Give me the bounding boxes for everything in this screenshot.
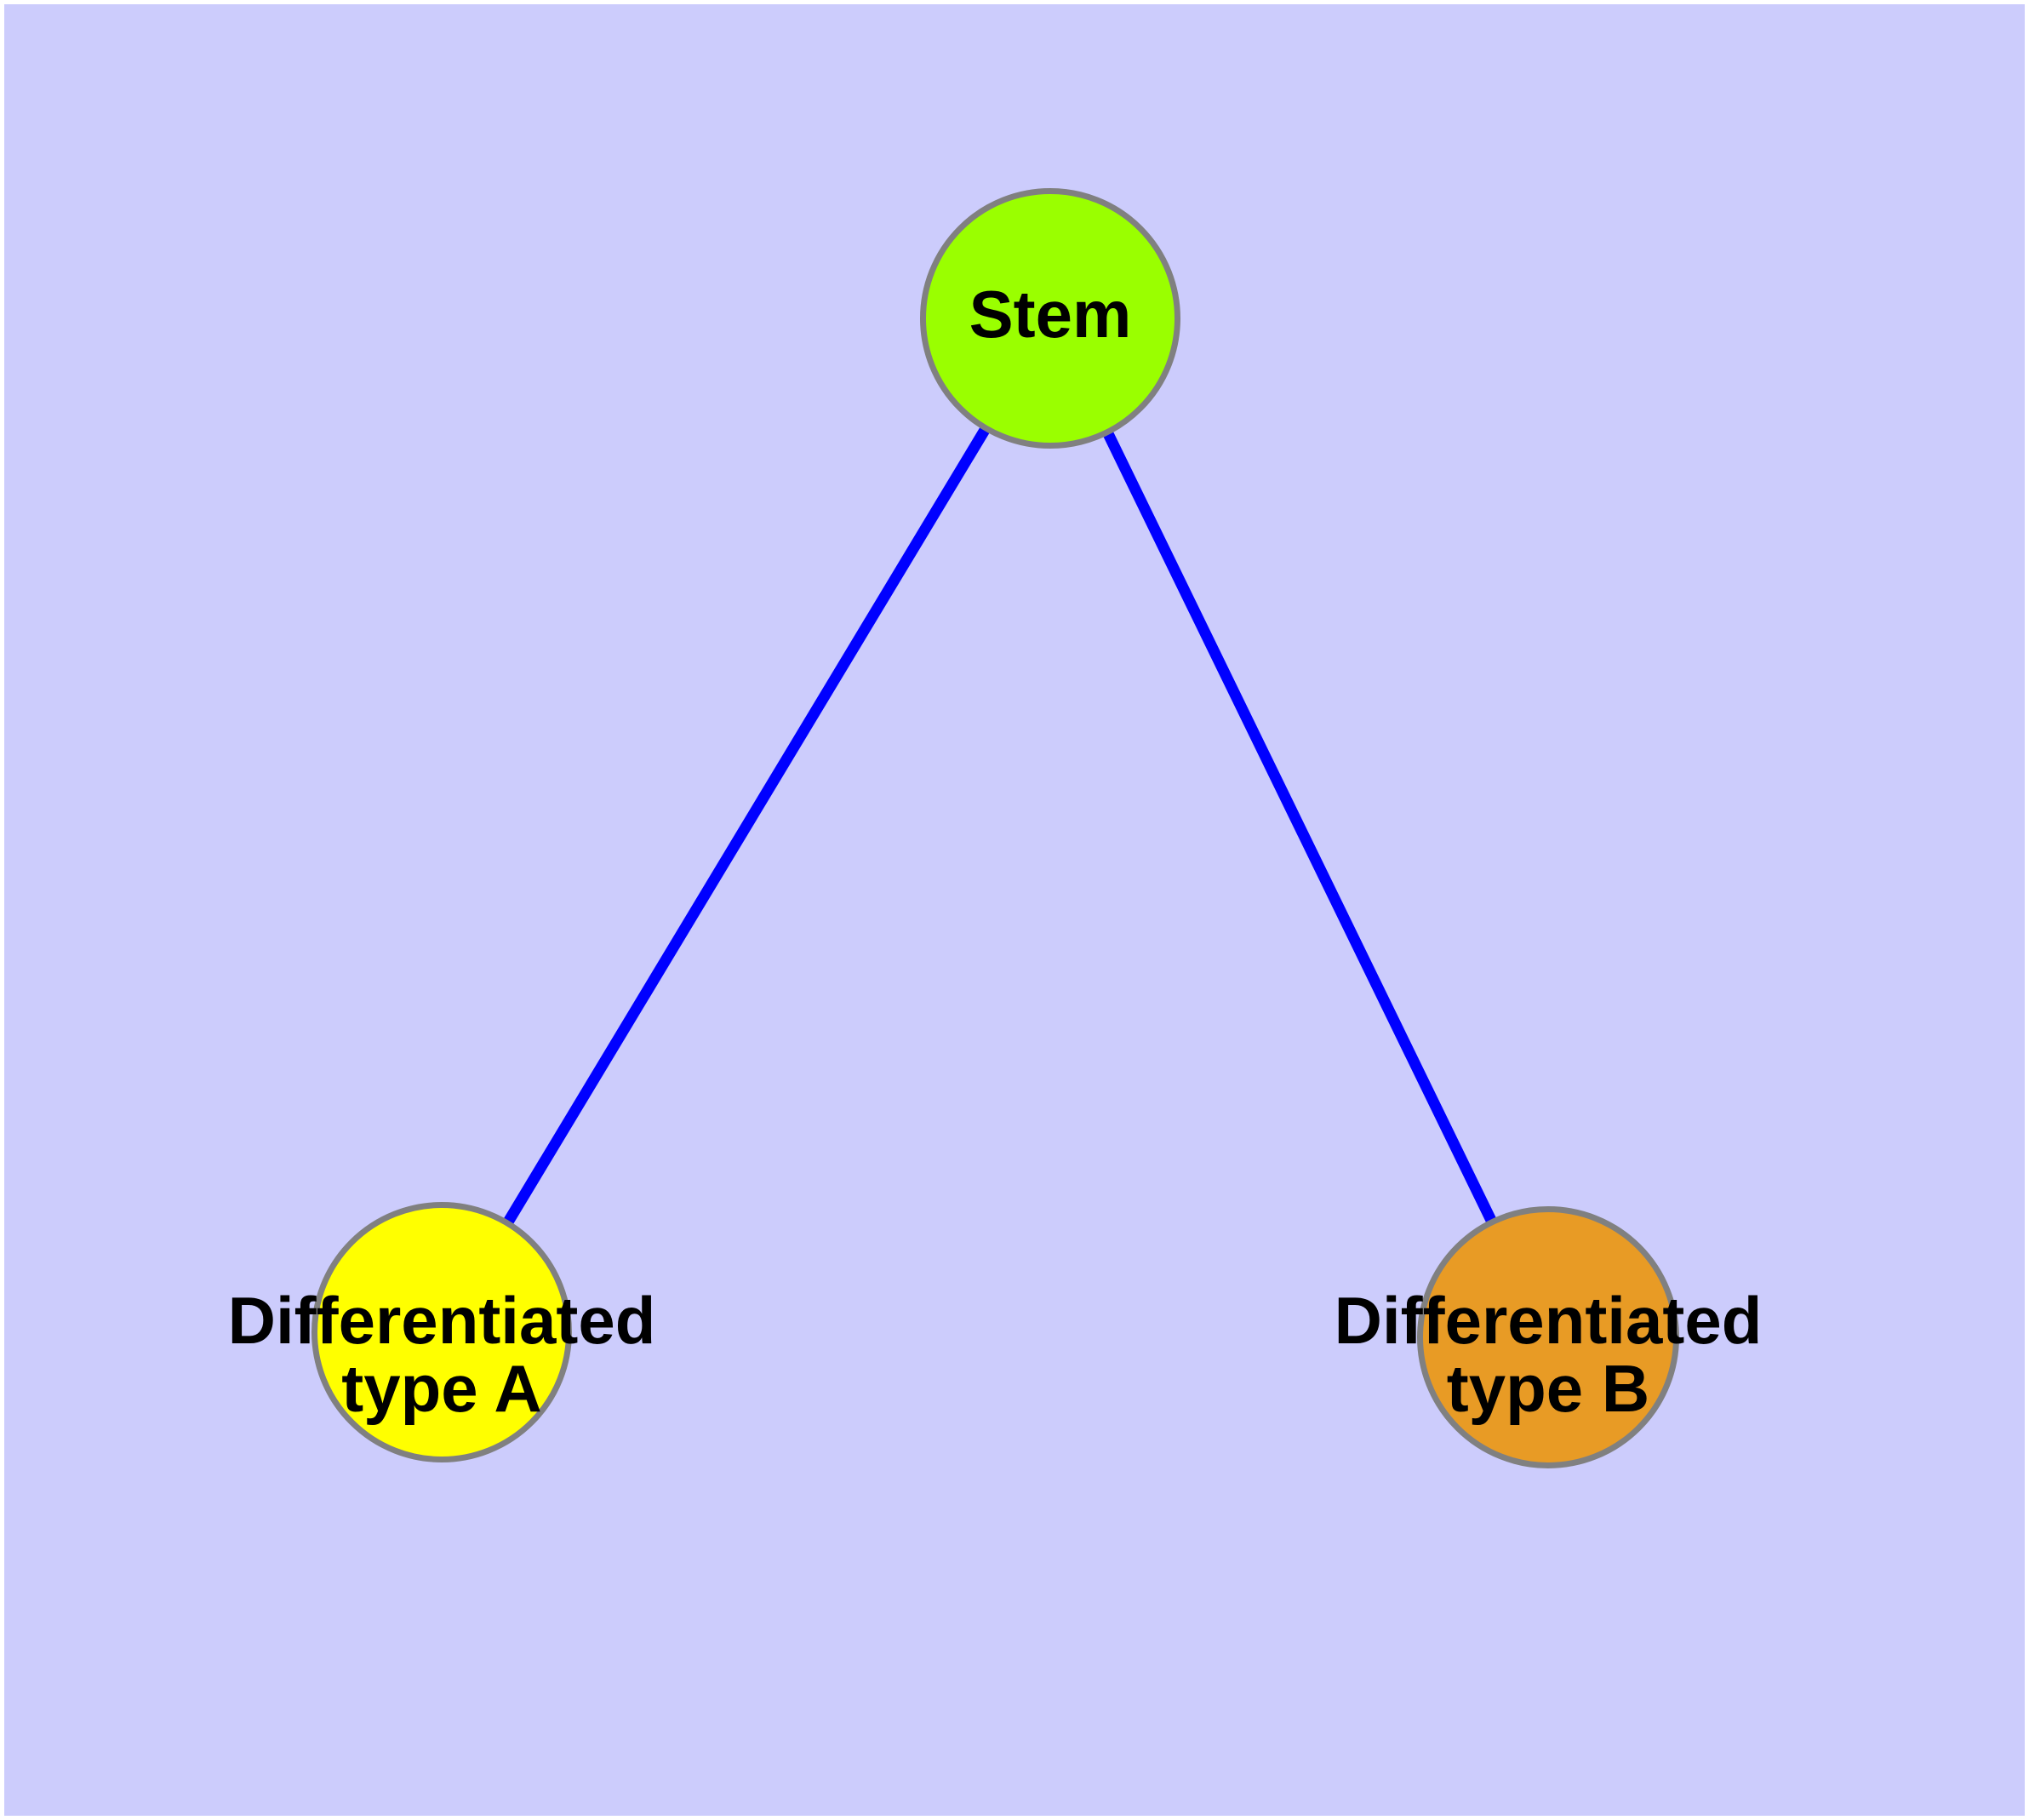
diagram-canvas: Stem Differentiated type A Differentiate…: [4, 4, 2025, 1816]
node-differentiated-type-b[interactable]: [1417, 1206, 1679, 1468]
edge-stem-to-differentiated-type-a: [437, 315, 1057, 1336]
node-differentiated-type-a[interactable]: [311, 1202, 572, 1462]
node-stem[interactable]: [920, 188, 1180, 449]
edge-stem-to-differentiated-type-b: [1047, 316, 1553, 1340]
edge-layer: [437, 315, 1553, 1340]
